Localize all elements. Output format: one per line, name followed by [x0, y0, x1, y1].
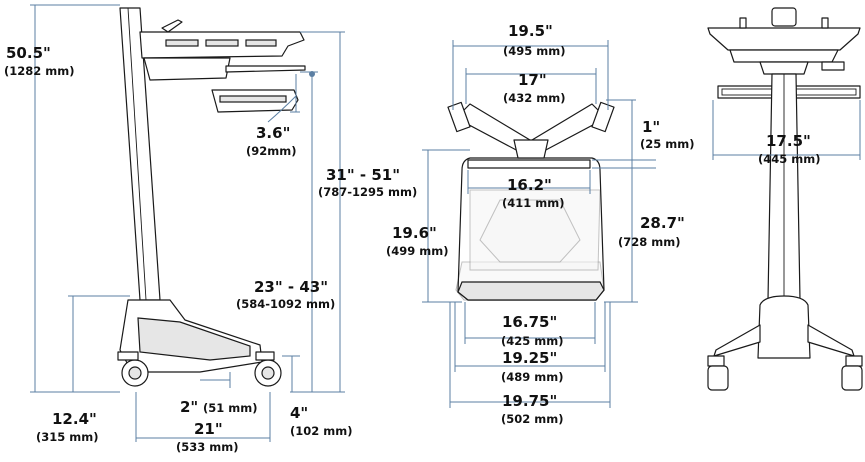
side-arm-housing	[143, 57, 231, 81]
caster-height-inch: 4"	[290, 404, 308, 422]
top-view-cart	[447, 101, 615, 301]
top-keyboard-bar	[467, 159, 591, 169]
front-top-cylinder	[771, 7, 797, 27]
keyboard-width-inch: 16.2"	[507, 176, 552, 194]
overall-depth-mm: (499 mm)	[386, 244, 449, 258]
keyboard-width-mm: (411 mm)	[502, 196, 565, 210]
caster-offset-mm: (51 mm)	[203, 401, 258, 415]
arm-span-inch: 17"	[518, 71, 547, 89]
caster-offset-inch: 2"	[180, 398, 198, 416]
keyboard-drop-mm: (92mm)	[246, 144, 296, 158]
base-inner-width-mm: (425 mm)	[501, 334, 564, 348]
top-hub	[513, 139, 549, 159]
base-inner-width-inch: 16.75"	[502, 313, 557, 331]
worksurface-range-mm: (787-1295 mm)	[318, 185, 417, 199]
overall-height-mm: (1282 mm)	[4, 64, 75, 78]
tray-thickness-inch: 1"	[642, 118, 660, 136]
base-depth-mm: (533 mm)	[176, 440, 239, 454]
overall-height-inch: 50.5"	[6, 44, 51, 62]
front-worksurface	[707, 27, 861, 51]
front-view-cart	[707, 7, 863, 391]
overall-depth-inch: 19.6"	[392, 224, 437, 242]
base-mid-width-inch: 19.25"	[502, 349, 557, 367]
side-view-cart	[117, 7, 306, 387]
keyboard-range-mm: (584-1092 mm)	[236, 297, 335, 311]
base-height-inch: 12.4"	[52, 410, 97, 428]
front-caster-left	[707, 355, 725, 367]
side-view-dimensions	[30, 4, 345, 442]
base-depth-inch: 21"	[194, 420, 223, 438]
tray-thickness-mm: (25 mm)	[640, 137, 695, 151]
arm-span-mm: (432 mm)	[503, 91, 566, 105]
base-outer-width-inch: 19.75"	[502, 392, 557, 410]
keyboard-drop-inch: 3.6"	[256, 124, 290, 142]
worksurface-range-inch: 31" - 51"	[326, 166, 400, 184]
front-base-housing	[757, 295, 811, 359]
front-view-dimensions	[712, 100, 861, 160]
front-caster-right	[845, 355, 863, 367]
worksurface-width-inch: 19.5"	[508, 22, 553, 40]
side-depth-inch: 28.7"	[640, 214, 685, 232]
shelf-width-mm: (445 mm)	[758, 152, 821, 166]
keyboard-range-inch: 23" - 43"	[254, 278, 328, 296]
base-outer-width-mm: (502 mm)	[501, 412, 564, 426]
side-depth-mm: (728 mm)	[618, 235, 681, 249]
shelf-width-inch: 17.5"	[766, 132, 811, 150]
top-view-dimensions	[422, 40, 656, 408]
caster-height-mm: (102 mm)	[290, 424, 353, 438]
base-mid-width-mm: (489 mm)	[501, 370, 564, 384]
base-height-mm: (315 mm)	[36, 430, 99, 444]
worksurface-width-mm: (495 mm)	[503, 44, 566, 58]
